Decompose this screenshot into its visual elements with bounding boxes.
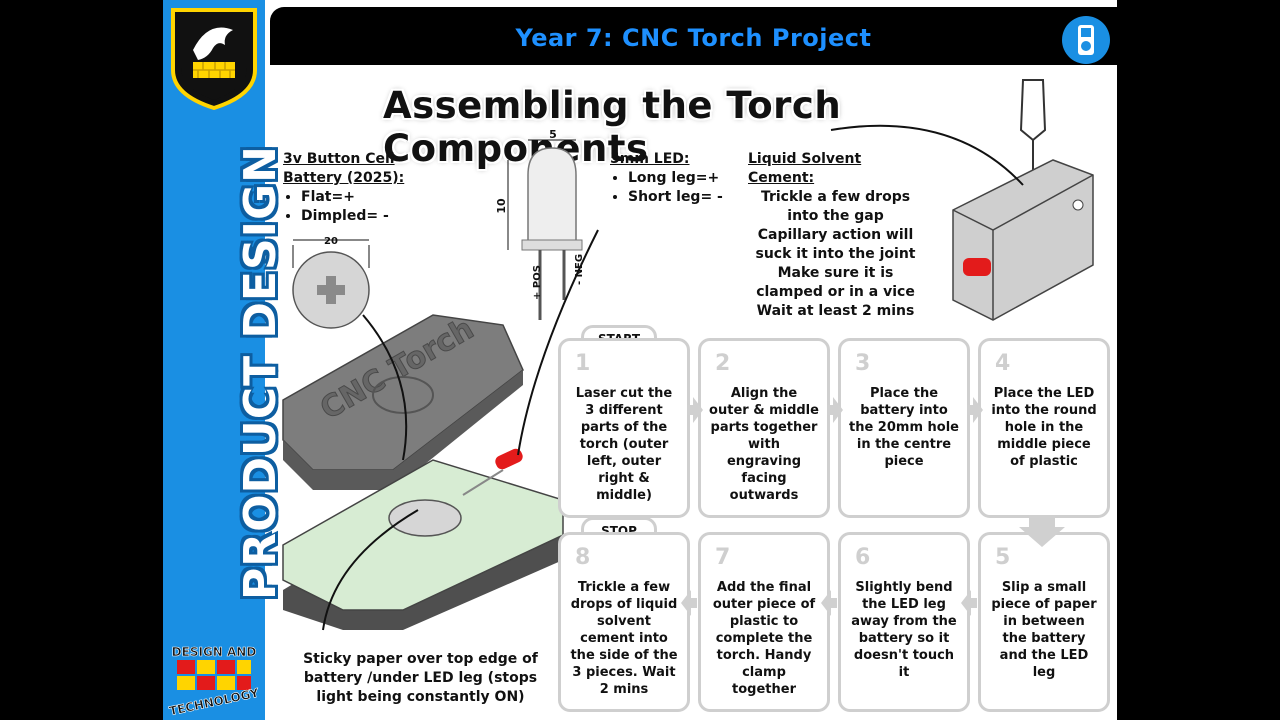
battery-item: Dimpled= - bbox=[301, 207, 404, 226]
solvent-item: Make sure it is clamped or in a vice bbox=[756, 265, 915, 300]
header-bar: Year 7: CNC Torch Project bbox=[270, 7, 1117, 65]
callout-arrows bbox=[322, 124, 1024, 631]
battery-note: 3v Button Cell Battery (2025): Flat=+ Di… bbox=[283, 150, 404, 226]
step-text: Laser cut the 3 different parts of the t… bbox=[575, 386, 673, 503]
battery-drawing: 20 bbox=[292, 236, 370, 329]
step-box: 5 Slip a small piece of paper in between… bbox=[978, 532, 1110, 712]
header-title: Year 7: CNC Torch Project bbox=[515, 24, 872, 52]
led-item: Long leg=+ bbox=[628, 169, 723, 188]
school-crest-icon bbox=[171, 8, 257, 110]
step-number: 2 bbox=[715, 351, 731, 376]
step-number: 8 bbox=[575, 545, 591, 570]
step-number: 5 bbox=[995, 545, 1011, 570]
step-text: Slip a small piece of paper in between t… bbox=[991, 580, 1097, 680]
step-number: 1 bbox=[575, 351, 591, 376]
sidebar: PRODUCT DESIGN DESIGN AND TECHNOLOGY bbox=[163, 0, 286, 720]
solvent-item: Capillary action will suck it into the j… bbox=[755, 227, 916, 262]
sticky-paper-note: Sticky paper over top edge of battery /u… bbox=[303, 651, 538, 705]
step-number: 6 bbox=[855, 545, 871, 570]
led-dim-top: 5 bbox=[549, 128, 557, 141]
step-text: Align the outer & middle parts together … bbox=[709, 386, 819, 503]
step-box: 1 Laser cut the 3 different parts of the… bbox=[558, 338, 690, 518]
torch-top-plate: CNC Torch bbox=[282, 311, 524, 490]
step-text: Slightly bend the LED leg away from the … bbox=[851, 580, 957, 680]
step-number: 4 bbox=[995, 351, 1011, 376]
torch-bottom-plates bbox=[282, 448, 564, 630]
ipod-glyph bbox=[1078, 25, 1094, 55]
step-box: 8 Trickle a few drops of liquid solvent … bbox=[558, 532, 690, 712]
battery-heading-1: 3v Button Cell bbox=[283, 151, 395, 167]
step-text: Place the LED into the round hole in the… bbox=[991, 386, 1097, 469]
illustration-layer: 20 5 10 + POS - NEG bbox=[282, 79, 1094, 631]
solvent-item: Trickle a few drops into the gap bbox=[760, 189, 911, 224]
battery-heading-2: Battery (2025): bbox=[283, 170, 405, 186]
step-text: Trickle a few drops of liquid solvent ce… bbox=[570, 580, 678, 697]
step-text: Add the final outer piece of plastic to … bbox=[712, 580, 816, 697]
led-item: Short leg= - bbox=[628, 188, 723, 207]
ipod-icon[interactable] bbox=[1062, 16, 1110, 64]
led-heading: 5mm LED: bbox=[610, 151, 690, 167]
dt-logo-top: DESIGN AND bbox=[172, 645, 257, 659]
battery-item: Flat=+ bbox=[301, 188, 404, 207]
battery-dim-label: 20 bbox=[324, 236, 338, 247]
clamp-drawing bbox=[952, 79, 1094, 321]
step-number: 7 bbox=[715, 545, 731, 570]
step-box: 6 Slightly bend the LED leg away from th… bbox=[838, 532, 970, 712]
led-note: 5mm LED: Long leg=+ Short leg= - bbox=[610, 150, 723, 207]
step-box: 4 Place the LED into the round hole in t… bbox=[978, 338, 1110, 518]
step-box: 7 Add the final outer piece of plastic t… bbox=[698, 532, 830, 712]
step-box: 2 Align the outer & middle parts togethe… bbox=[698, 338, 830, 518]
solvent-note: Liquid Solvent Cement: Trickle a few dro… bbox=[748, 150, 923, 321]
led-dim-side: 10 bbox=[495, 198, 508, 214]
step-text: Place the battery into the 20mm hole in … bbox=[849, 386, 959, 469]
main-title: Assembling the Torch Components bbox=[383, 84, 842, 170]
dt-logo-icon: DESIGN AND TECHNOLOGY bbox=[168, 645, 261, 716]
step-box: 3 Place the battery into the 20mm hole i… bbox=[838, 338, 970, 518]
led-pos-label: + POS bbox=[532, 265, 543, 300]
led-drawing: 5 10 + POS - NEG bbox=[495, 128, 585, 320]
solvent-item: Wait at least 2 mins bbox=[756, 303, 915, 319]
solvent-heading: Liquid Solvent Cement: bbox=[748, 151, 862, 186]
step-number: 3 bbox=[855, 351, 871, 376]
slide: PRODUCT DESIGN DESIGN AND TECHNOLOGY Yea… bbox=[163, 0, 1117, 720]
